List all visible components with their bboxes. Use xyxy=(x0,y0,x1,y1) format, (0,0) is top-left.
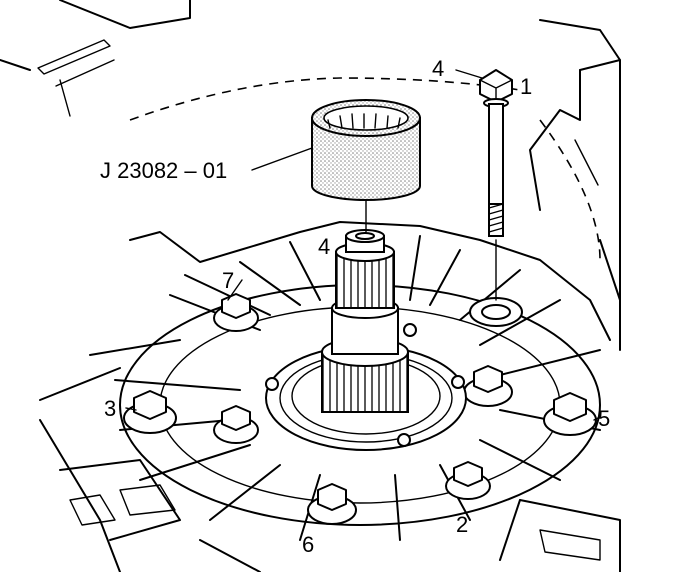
callout-bottom-right: 2 xyxy=(456,512,468,537)
bolt-head xyxy=(479,69,513,103)
case-outline-upper-left xyxy=(0,0,191,117)
retainer-screw-bottom xyxy=(397,433,411,447)
retainer-screw-right xyxy=(451,375,465,389)
callout-left-upper: 7 xyxy=(222,268,234,293)
retainer-screw-left xyxy=(265,377,279,391)
tool-number-label: J 23082 – 01 xyxy=(100,158,227,183)
dashed-case-arc xyxy=(129,77,521,121)
leader-lines xyxy=(125,69,599,421)
callout-shaft: 4 xyxy=(318,234,330,259)
callout-left-mid: 3 xyxy=(104,396,116,421)
bolt-boss-left-mid xyxy=(123,390,177,434)
callout-3-leader xyxy=(125,407,137,411)
callout-5-leader xyxy=(593,417,599,421)
bolt-hole-empty xyxy=(469,297,523,327)
bolt-boss-upper-left xyxy=(213,293,259,332)
tool-leader xyxy=(251,147,313,171)
case-outline-upper-right xyxy=(529,19,621,351)
bolt-boss-bottom-mid xyxy=(307,483,357,525)
callout-7-leader xyxy=(227,279,243,301)
callout-bolt-number: 4 xyxy=(432,56,444,81)
callout-bolt-letter: 1 xyxy=(520,74,532,99)
dashed-case-arc-right xyxy=(539,119,601,261)
installer-tool xyxy=(311,99,421,201)
bolt-boss-left-lower xyxy=(213,405,259,444)
bolt-leader xyxy=(455,69,483,79)
callout-right-mid: 5 xyxy=(598,406,610,431)
retainer-screw-top xyxy=(403,323,417,337)
callout-bottom-mid: 6 xyxy=(302,532,314,557)
bolt-boss-right-upper xyxy=(463,365,513,407)
case-outline-lower xyxy=(39,419,621,572)
output-shaft xyxy=(321,229,409,413)
bolt-boss-bottom-right xyxy=(445,461,491,500)
retaining-bolt xyxy=(479,69,513,301)
bolt-threads xyxy=(488,203,504,233)
bolt-boss-right-mid xyxy=(543,392,597,436)
bolt-bosses xyxy=(123,293,597,525)
